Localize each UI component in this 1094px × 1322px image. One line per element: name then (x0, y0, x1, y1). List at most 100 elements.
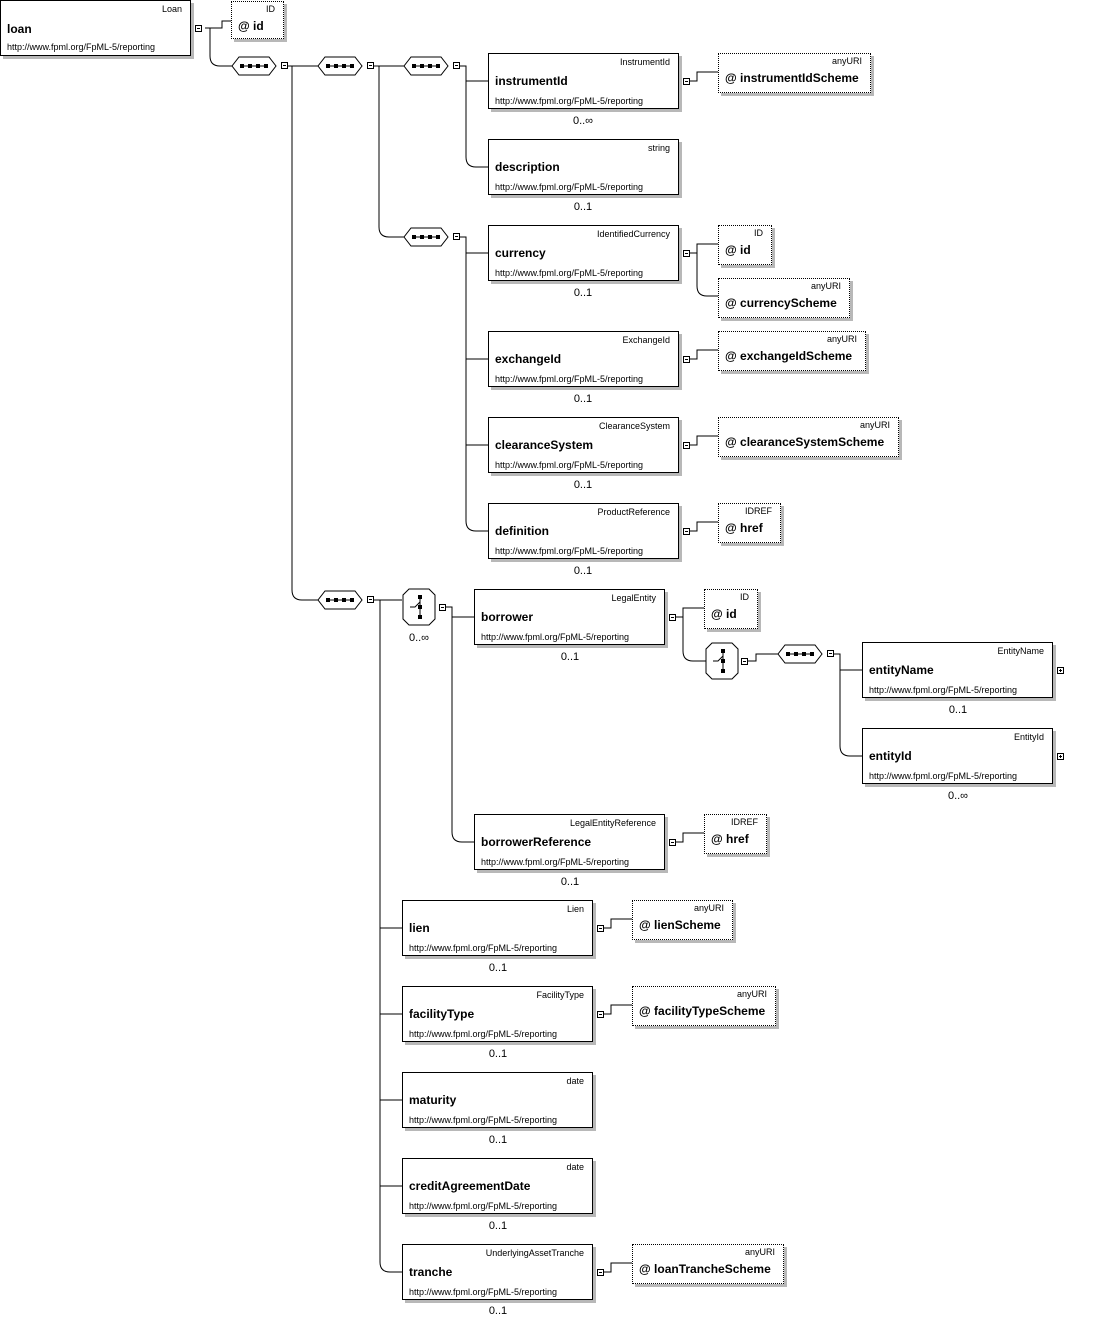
collapse-toggle[interactable] (453, 62, 460, 69)
element-namespace: http://www.fpml.org/FpML-5/reporting (409, 1201, 558, 1211)
attribute-loanTrancheScheme[interactable]: anyURI @ loanTrancheScheme (632, 1244, 784, 1284)
tranche-element[interactable]: UnderlyingAssetTranche tranche http://ww… (402, 1244, 593, 1300)
element-type: IdentifiedCurrency (596, 229, 670, 239)
description-element[interactable]: string description http://www.fpml.org/F… (488, 139, 679, 195)
attribute-instrumentIdScheme[interactable]: anyURI @ instrumentIdScheme (718, 53, 871, 93)
collapse-toggle[interactable] (683, 78, 690, 85)
attribute-id[interactable]: ID @ id (704, 589, 758, 629)
choice-compositor[interactable] (402, 588, 436, 626)
element-namespace: http://www.fpml.org/FpML-5/reporting (7, 42, 156, 52)
attribute-type: anyURI (859, 420, 890, 430)
cardinality: 0..1 (488, 1220, 508, 1232)
attribute-type: IDREF (731, 817, 758, 827)
cardinality: 0..1 (573, 201, 593, 213)
sequence-compositor[interactable] (403, 56, 449, 76)
collapse-toggle[interactable] (827, 650, 834, 657)
sequence-compositor[interactable] (777, 644, 823, 664)
element-name: facilityType (409, 1007, 475, 1021)
entityName-element[interactable]: EntityName entityName http://www.fpml.or… (862, 642, 1053, 698)
collapse-toggle[interactable] (367, 596, 374, 603)
collapse-toggle[interactable] (281, 62, 288, 69)
attribute-currencyScheme[interactable]: anyURI @ currencyScheme (718, 278, 850, 318)
exchangeId-element[interactable]: ExchangeId exchangeId http://www.fpml.or… (488, 331, 679, 387)
cardinality: 0..1 (560, 651, 580, 663)
attribute-type: ID (266, 4, 275, 14)
element-type: Loan (161, 4, 182, 14)
element-namespace: http://www.fpml.org/FpML-5/reporting (409, 1029, 558, 1039)
element-namespace: http://www.fpml.org/FpML-5/reporting (409, 943, 558, 953)
definition-element[interactable]: ProductReference definition http://www.f… (488, 503, 679, 559)
attribute-href[interactable]: IDREF @ href (704, 814, 767, 854)
element-type: LegalEntity (611, 593, 656, 603)
attribute-lienScheme[interactable]: anyURI @ lienScheme (632, 900, 733, 940)
attribute-facilityTypeScheme[interactable]: anyURI @ facilityTypeScheme (632, 986, 776, 1026)
expand-toggle[interactable] (1057, 667, 1064, 674)
cardinality: 0..1 (573, 393, 593, 405)
loan-element[interactable]: Loan loan http://www.fpml.org/FpML-5/rep… (0, 0, 191, 56)
entityId-element[interactable]: EntityId entityId http://www.fpml.org/Fp… (862, 728, 1053, 784)
collapse-toggle[interactable] (683, 356, 690, 363)
sequence-compositor[interactable] (403, 227, 449, 247)
cardinality: 0..1 (488, 1305, 508, 1317)
lien-element[interactable]: Lien lien http://www.fpml.org/FpML-5/rep… (402, 900, 593, 956)
element-namespace: http://www.fpml.org/FpML-5/reporting (869, 771, 1018, 781)
element-name: currency (495, 246, 546, 260)
collapse-toggle[interactable] (453, 233, 460, 240)
element-namespace: http://www.fpml.org/FpML-5/reporting (495, 182, 644, 192)
attribute-id[interactable]: ID @ id (718, 225, 772, 265)
creditAgreementDate-element[interactable]: date creditAgreementDate http://www.fpml… (402, 1158, 593, 1214)
element-namespace: http://www.fpml.org/FpML-5/reporting (495, 96, 644, 106)
element-type: ExchangeId (622, 335, 670, 345)
collapse-toggle[interactable] (669, 614, 676, 621)
cardinality: 0..1 (573, 565, 593, 577)
collapse-toggle[interactable] (195, 25, 202, 32)
sequence-compositor[interactable] (317, 590, 363, 610)
element-type: ClearanceSystem (598, 421, 670, 431)
attribute-exchangeIdScheme[interactable]: anyURI @ exchangeIdScheme (718, 331, 866, 371)
attribute-clearanceSystemScheme[interactable]: anyURI @ clearanceSystemScheme (718, 417, 899, 457)
attribute-name: @ href (711, 832, 749, 846)
collapse-toggle[interactable] (683, 442, 690, 449)
element-namespace: http://www.fpml.org/FpML-5/reporting (409, 1115, 558, 1125)
sequence-compositor[interactable] (317, 56, 363, 76)
attribute-type: ID (754, 228, 763, 238)
clearanceSystem-element[interactable]: ClearanceSystem clearanceSystem http://w… (488, 417, 679, 473)
element-name: creditAgreementDate (409, 1179, 531, 1193)
element-type: date (566, 1076, 584, 1086)
element-type: UnderlyingAssetTranche (485, 1248, 584, 1258)
maturity-element[interactable]: date maturity http://www.fpml.org/FpML-5… (402, 1072, 593, 1128)
element-name: lien (409, 921, 430, 935)
element-namespace: http://www.fpml.org/FpML-5/reporting (495, 374, 644, 384)
sequence-compositor[interactable] (231, 56, 277, 76)
collapse-toggle[interactable] (683, 528, 690, 535)
element-namespace: http://www.fpml.org/FpML-5/reporting (495, 268, 644, 278)
attribute-name: @ id (238, 19, 264, 33)
collapse-toggle[interactable] (683, 250, 690, 257)
attribute-type: ID (740, 592, 749, 602)
attribute-name: @ id (711, 607, 737, 621)
collapse-toggle[interactable] (597, 925, 604, 932)
element-namespace: http://www.fpml.org/FpML-5/reporting (481, 857, 630, 867)
collapse-toggle[interactable] (367, 62, 374, 69)
expand-toggle[interactable] (1057, 753, 1064, 760)
element-name: tranche (409, 1265, 453, 1279)
attribute-name: @ lienScheme (639, 918, 721, 932)
borrower-element[interactable]: LegalEntity borrower http://www.fpml.org… (474, 589, 665, 645)
collapse-toggle[interactable] (439, 604, 446, 611)
borrowerReference-element[interactable]: LegalEntityReference borrowerReference h… (474, 814, 665, 870)
collapse-toggle[interactable] (669, 839, 676, 846)
collapse-toggle[interactable] (597, 1011, 604, 1018)
attribute-href[interactable]: IDREF @ href (718, 503, 781, 543)
collapse-toggle[interactable] (597, 1269, 604, 1276)
attribute-name: @ currencyScheme (725, 296, 837, 310)
collapse-toggle[interactable] (741, 658, 748, 665)
attribute-id[interactable]: ID @ id (231, 1, 284, 39)
instrumentId-element[interactable]: InstrumentId instrumentId http://www.fpm… (488, 53, 679, 109)
facilityType-element[interactable]: FacilityType facilityType http://www.fpm… (402, 986, 593, 1042)
element-name: entityName (869, 663, 934, 677)
element-name: instrumentId (495, 74, 568, 88)
currency-element[interactable]: IdentifiedCurrency currency http://www.f… (488, 225, 679, 281)
choice-compositor[interactable] (705, 642, 739, 680)
element-name: borrowerReference (481, 835, 592, 849)
